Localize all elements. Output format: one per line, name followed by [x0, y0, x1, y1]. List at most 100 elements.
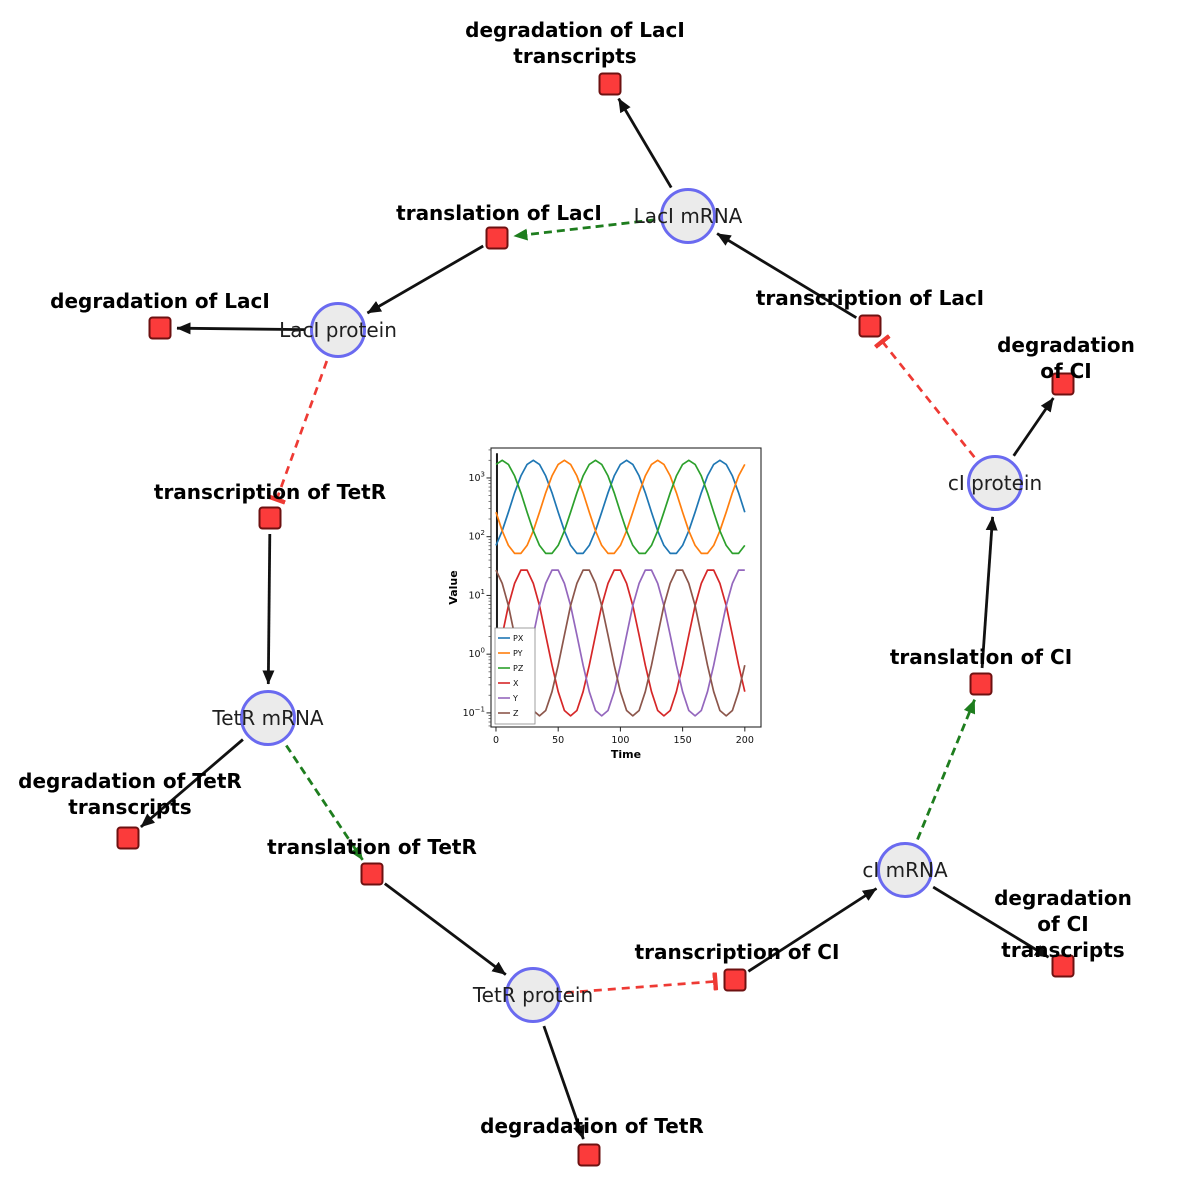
y-tick-label: 103	[468, 470, 485, 484]
series-PZ	[495, 459, 746, 555]
reaction-square	[258, 506, 282, 530]
reaction-square	[148, 316, 172, 340]
reaction-node-transcription-of-ci	[723, 968, 747, 992]
reaction-label-transcription-of-tetr: transcription of TetR	[153, 480, 387, 504]
series-PY	[495, 459, 746, 555]
species-label: TetR protein	[472, 983, 594, 1007]
reaction-node-transcription-of-tetr	[258, 506, 282, 530]
reaction-square	[485, 226, 509, 250]
species-node-tetr-protein: TetR protein	[473, 967, 593, 1023]
reaction-label-degradation-of-ci-transcripts: degradation of CI transcripts	[994, 886, 1132, 962]
y-tick-label: 101	[468, 588, 485, 602]
y-tick-label: 100	[468, 647, 485, 661]
edge-product-transcription_laci-laci_mrna	[716, 232, 858, 319]
reaction-square	[360, 862, 384, 886]
reaction-node-degradation-of-laci-transcripts	[598, 72, 622, 96]
series-Z	[495, 569, 746, 717]
reaction-node-transcription-of-laci	[858, 314, 882, 338]
x-tick-label: 100	[611, 735, 629, 746]
edge-product-translation_laci-laci_protein	[366, 244, 484, 315]
x-tick-label: 200	[736, 735, 754, 746]
reaction-square	[1051, 372, 1075, 396]
species-circle	[967, 455, 1023, 511]
x-axis-label: Time	[611, 748, 641, 761]
legend-label-PX: PX	[513, 634, 524, 643]
species-circle	[310, 302, 366, 358]
reaction-label-translation-of-tetr: translation of TetR	[267, 835, 477, 859]
species-node-tetr-mrna: TetR mRNA	[212, 690, 324, 746]
reaction-label-transcription-of-ci: transcription of CI	[634, 940, 840, 964]
reaction-label-degradation-of-tetr: degradation of TetR	[480, 1114, 704, 1138]
edge-product-translation_tetr-tetr_protein	[383, 882, 507, 976]
species-circle	[877, 842, 933, 898]
reaction-label-degradation-of-ci: degradation of CI	[997, 333, 1135, 383]
species-node-ci-mrna: cI mRNA	[862, 842, 948, 898]
reaction-label-degradation-of-tetr-transcripts: degradation of TetR transcripts	[18, 769, 242, 819]
reaction-node-degradation-of-ci	[1051, 372, 1075, 396]
edge-modifier-ci_mrna-translation_ci	[916, 699, 976, 841]
edge-modifier-tetr_mrna-translation_tetr	[285, 744, 364, 861]
species-circle	[660, 188, 716, 244]
reaction-square	[969, 672, 993, 696]
legend-label-X: X	[513, 679, 519, 688]
reaction-square	[577, 1143, 601, 1167]
edge-modifier-laci_mrna-translation_laci	[513, 218, 656, 241]
edge-reactant-ci_mrna-deg_ci_tx	[932, 885, 1050, 959]
edge-reactant-tetr_protein-deg_tetr	[542, 1025, 585, 1140]
legend-label-PY: PY	[513, 649, 523, 658]
legend-label-Y: Y	[512, 694, 518, 703]
legend-box	[494, 627, 536, 725]
series-Y	[495, 569, 745, 717]
reaction-label-degradation-of-laci: degradation of LacI	[50, 289, 270, 313]
species-label: cI mRNA	[862, 858, 948, 882]
edge-reactant-laci_mrna-deg_laci_tx	[617, 97, 673, 189]
reaction-label-translation-of-ci: translation of CI	[889, 645, 1073, 669]
reaction-square	[116, 826, 140, 850]
species-label: cI protein	[947, 471, 1043, 495]
edge-reactant-tetr_mrna-deg_tetr_tx	[139, 738, 244, 828]
reaction-node-degradation-of-ci-transcripts	[1051, 954, 1075, 978]
species-circle	[240, 690, 296, 746]
reaction-label-transcription-of-laci: transcription of LacI	[755, 286, 985, 310]
edge-product-transcription_tetr-tetr_mrna	[262, 533, 275, 685]
x-tick-label: 150	[674, 735, 692, 746]
series-PX	[495, 459, 746, 555]
reaction-node-degradation-of-laci	[148, 316, 172, 340]
species-label: LacI protein	[279, 318, 397, 342]
edge-product-translation_ci-ci_protein	[980, 516, 998, 669]
edge-inhibition-tetr_protein-transcription_ci	[565, 972, 719, 994]
reaction-square	[1051, 954, 1075, 978]
x-tick-label: 0	[493, 735, 499, 746]
series-X	[495, 569, 746, 717]
x-tick-label: 50	[552, 735, 564, 746]
y-tick-label: 102	[468, 529, 485, 543]
edge-inhibition-ci_protein-transcription_laci	[874, 334, 976, 459]
edge-product-transcription_ci-ci_mrna	[747, 887, 878, 973]
species-label: TetR mRNA	[212, 706, 324, 730]
reaction-node-translation-of-ci	[969, 672, 993, 696]
species-node-ci-protein: cI protein	[948, 455, 1042, 511]
reaction-square	[598, 72, 622, 96]
y-tick-label: 10−1	[463, 705, 485, 719]
reaction-node-translation-of-laci	[485, 226, 509, 250]
species-label: LacI mRNA	[633, 204, 743, 228]
species-node-laci-protein: LacI protein	[279, 302, 397, 358]
reaction-node-translation-of-tetr	[360, 862, 384, 886]
edge-reactant-ci_protein-deg_ci	[1012, 397, 1055, 457]
reaction-node-degradation-of-tetr-transcripts	[116, 826, 140, 850]
legend-label-Z: Z	[513, 709, 519, 718]
reaction-node-degradation-of-tetr	[577, 1143, 601, 1167]
species-circle	[505, 967, 561, 1023]
species-node-laci-mrna: LacI mRNA	[634, 188, 742, 244]
reaction-label-translation-of-laci: translation of LacI	[396, 201, 602, 225]
reaction-square	[723, 968, 747, 992]
reaction-square	[858, 314, 882, 338]
reaction-label-degradation-of-laci-transcripts: degradation of LacI transcripts	[465, 18, 685, 68]
edge-reactant-laci_protein-deg_laci	[176, 322, 306, 335]
edge-inhibition-laci_protein-transcription_tetr	[267, 360, 329, 505]
legend-label-PZ: PZ	[513, 664, 524, 673]
plot-frame	[490, 447, 762, 728]
